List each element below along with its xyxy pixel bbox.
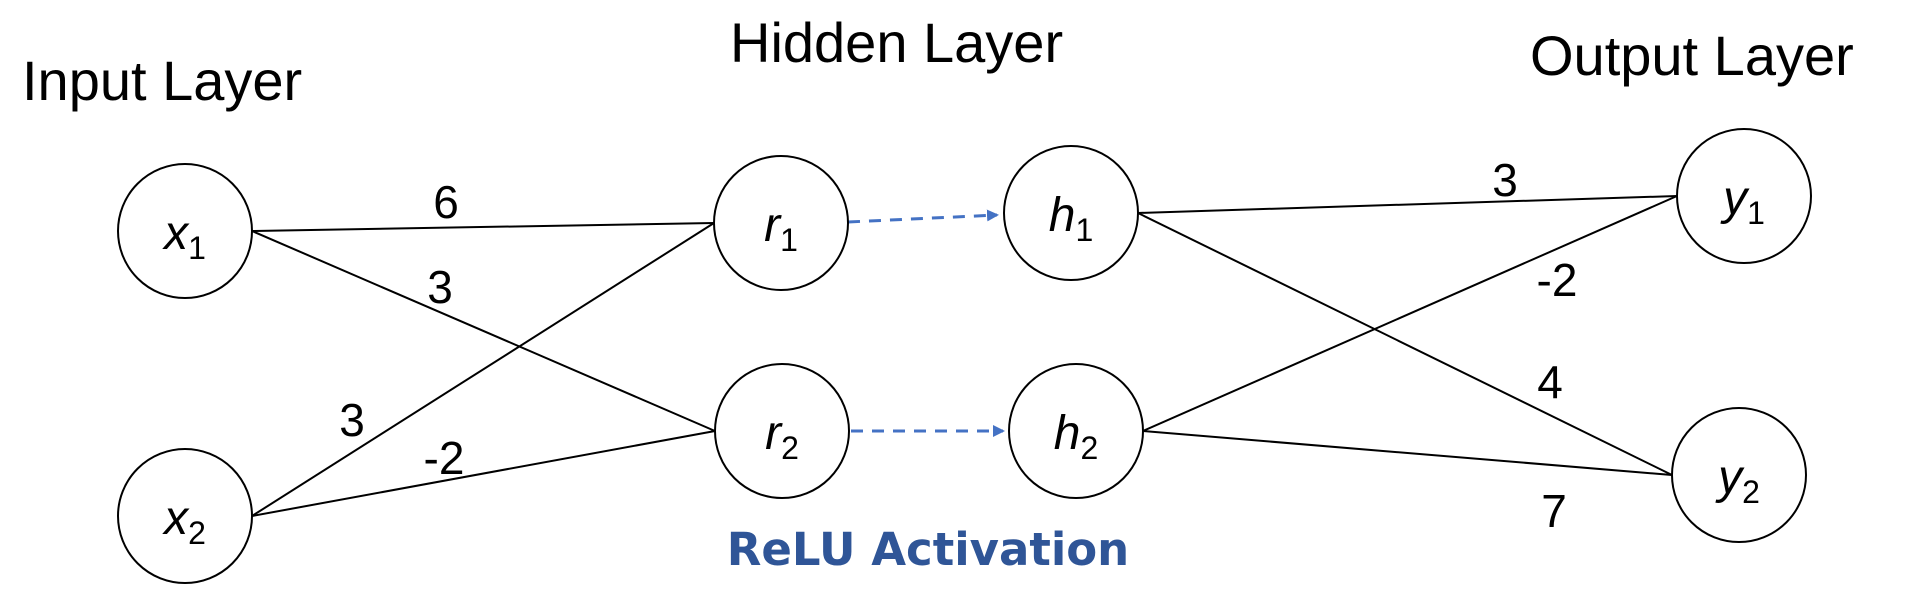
node-x1-subscript: 1 xyxy=(188,230,206,266)
edge-x1-r1 xyxy=(251,222,715,232)
edge-h2-y1 xyxy=(1142,195,1678,432)
node-y1-label: y1 xyxy=(1720,172,1765,231)
node-h1-circle xyxy=(1003,145,1139,281)
edge-x2-r2 xyxy=(251,430,716,517)
node-r2-label: r2 xyxy=(765,407,799,466)
node-y2-label: y2 xyxy=(1715,451,1760,510)
node-h1-symbol: h xyxy=(1049,189,1076,242)
node-h2-label: h2 xyxy=(1054,407,1099,466)
edge-x1-r2 xyxy=(251,230,716,432)
relu-activation-label: ReLU Activation xyxy=(727,523,1129,576)
node-x2-circle xyxy=(117,448,253,584)
node-r1-symbol: r xyxy=(764,199,782,252)
node-r2-circle xyxy=(714,363,850,499)
node-r1-circle xyxy=(713,155,849,291)
edge-h1-y2 xyxy=(1137,212,1673,476)
node-x1-symbol: x xyxy=(162,207,190,260)
weight-h1-y2: 4 xyxy=(1537,356,1563,408)
node-y1-circle xyxy=(1676,128,1812,264)
node-y2-circle xyxy=(1671,407,1807,543)
node-x2: x2 xyxy=(117,448,253,584)
node-x2-subscript: 2 xyxy=(188,515,206,551)
node-y1-subscript: 1 xyxy=(1747,195,1765,231)
node-r2: r2 xyxy=(714,363,850,499)
node-h2-subscript: 2 xyxy=(1080,430,1098,466)
node-r1: r1 xyxy=(713,155,849,291)
node-y2-symbol: y xyxy=(1715,451,1745,504)
edge-h1-y1 xyxy=(1137,195,1678,214)
weight-x2-r2: -2 xyxy=(424,432,465,484)
relu-arrow-1 xyxy=(847,209,999,224)
node-r2-subscript: 2 xyxy=(781,430,799,466)
node-y2: y2 xyxy=(1671,407,1807,543)
node-y2-subscript: 2 xyxy=(1742,474,1760,510)
node-y1: y1 xyxy=(1676,128,1812,264)
node-h1: h1 xyxy=(1003,145,1139,281)
node-h2-symbol: h xyxy=(1054,407,1081,460)
node-h2-circle xyxy=(1008,363,1144,499)
weight-x2-r1: 3 xyxy=(339,394,365,446)
weight-h2-y1: -2 xyxy=(1537,254,1578,306)
node-x1-circle xyxy=(117,163,253,299)
node-r1-subscript: 1 xyxy=(780,222,798,258)
node-h1-subscript: 1 xyxy=(1075,212,1093,248)
node-y1-symbol: y xyxy=(1720,172,1750,225)
weight-h1-y1: 3 xyxy=(1492,154,1518,206)
node-r2-symbol: r xyxy=(765,407,783,460)
hidden-layer-title: Hidden Layer xyxy=(730,11,1063,74)
node-r1-label: r1 xyxy=(764,199,798,258)
weight-x1-r1: 6 xyxy=(433,176,459,228)
edge-x2-r1 xyxy=(251,222,715,517)
node-x2-symbol: x xyxy=(162,492,190,545)
node-h2: h2 xyxy=(1008,363,1144,499)
weight-x1-r2: 3 xyxy=(427,261,453,313)
node-x1: x1 xyxy=(117,163,253,299)
weight-h2-y2: 7 xyxy=(1541,485,1567,537)
node-x2-label: x2 xyxy=(162,492,206,551)
edge-h2-y2 xyxy=(1142,430,1673,476)
output-layer-title: Output Layer xyxy=(1530,24,1854,87)
node-x1-label: x1 xyxy=(162,207,206,266)
node-h1-label: h1 xyxy=(1049,189,1094,248)
input-layer-title: Input Layer xyxy=(22,49,302,112)
